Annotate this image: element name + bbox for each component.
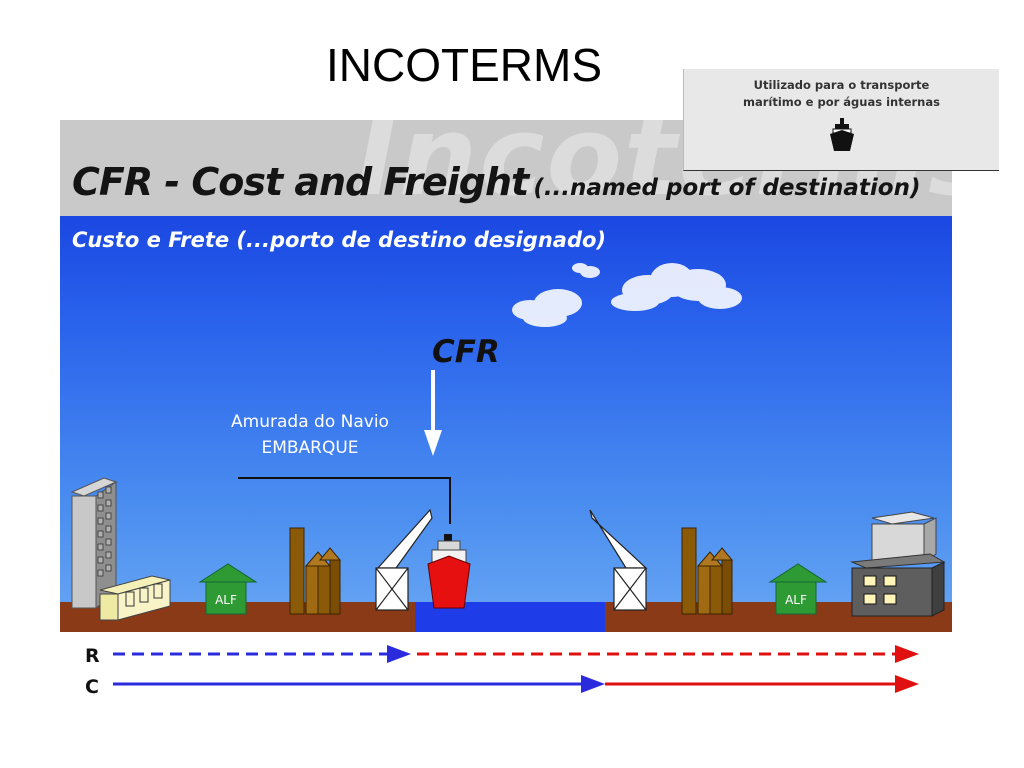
warehouse-left-label: ALF	[215, 593, 237, 607]
info-line2: marítimo e por águas internas	[743, 95, 940, 109]
panel-heading: CFR - Cost and Freight (...named port of…	[72, 160, 920, 204]
ship-icon-main	[427, 534, 471, 609]
risk-transfer-arrow-icon	[387, 645, 411, 663]
port-scene: CFR Amurada do Navio EMBARQUE	[60, 263, 952, 632]
warehouse-right-label: ALF	[785, 593, 807, 607]
cost-transfer-arrow-icon	[581, 675, 605, 693]
pointer-line	[238, 477, 451, 524]
silos-icon-left	[289, 527, 342, 615]
office-building-icon	[70, 477, 118, 610]
risk-end-arrow-icon	[895, 645, 919, 663]
ship-icon	[829, 118, 854, 151]
heading-main: CFR - Cost and Freight	[72, 160, 529, 204]
down-arrow-icon	[424, 370, 442, 456]
risk-cost-legend: R C	[85, 645, 919, 698]
crane-icon-right	[589, 509, 648, 611]
risk-label: R	[85, 645, 100, 667]
warehouse-icon-right	[768, 563, 828, 615]
heading-sub: (...named port of destination)	[533, 175, 921, 201]
destination-building-icon	[850, 511, 946, 617]
term-label: CFR	[432, 334, 500, 370]
panel-subtitle: Custo e Frete (...porto de destino desig…	[72, 228, 607, 252]
transport-mode-box: Utilizado para o transporte marítimo e p…	[683, 69, 999, 171]
cloud-icon	[512, 263, 742, 327]
silos-icon-right	[681, 527, 734, 615]
delivery-point-line1: Amurada do Navio	[231, 412, 389, 432]
factory-building-icon	[99, 575, 171, 621]
crane-icon-left	[375, 508, 433, 611]
warehouse-icon-left	[198, 563, 258, 615]
info-line1: Utilizado para o transporte	[753, 78, 930, 92]
cost-end-arrow-icon	[895, 675, 919, 693]
delivery-point-line2: EMBARQUE	[261, 438, 358, 458]
cfr-diagram-panel: Incoterms CFR - Cost and Freight (...nam…	[60, 120, 952, 632]
cost-label: C	[85, 676, 99, 698]
slide-title: INCOTERMS	[326, 39, 602, 91]
